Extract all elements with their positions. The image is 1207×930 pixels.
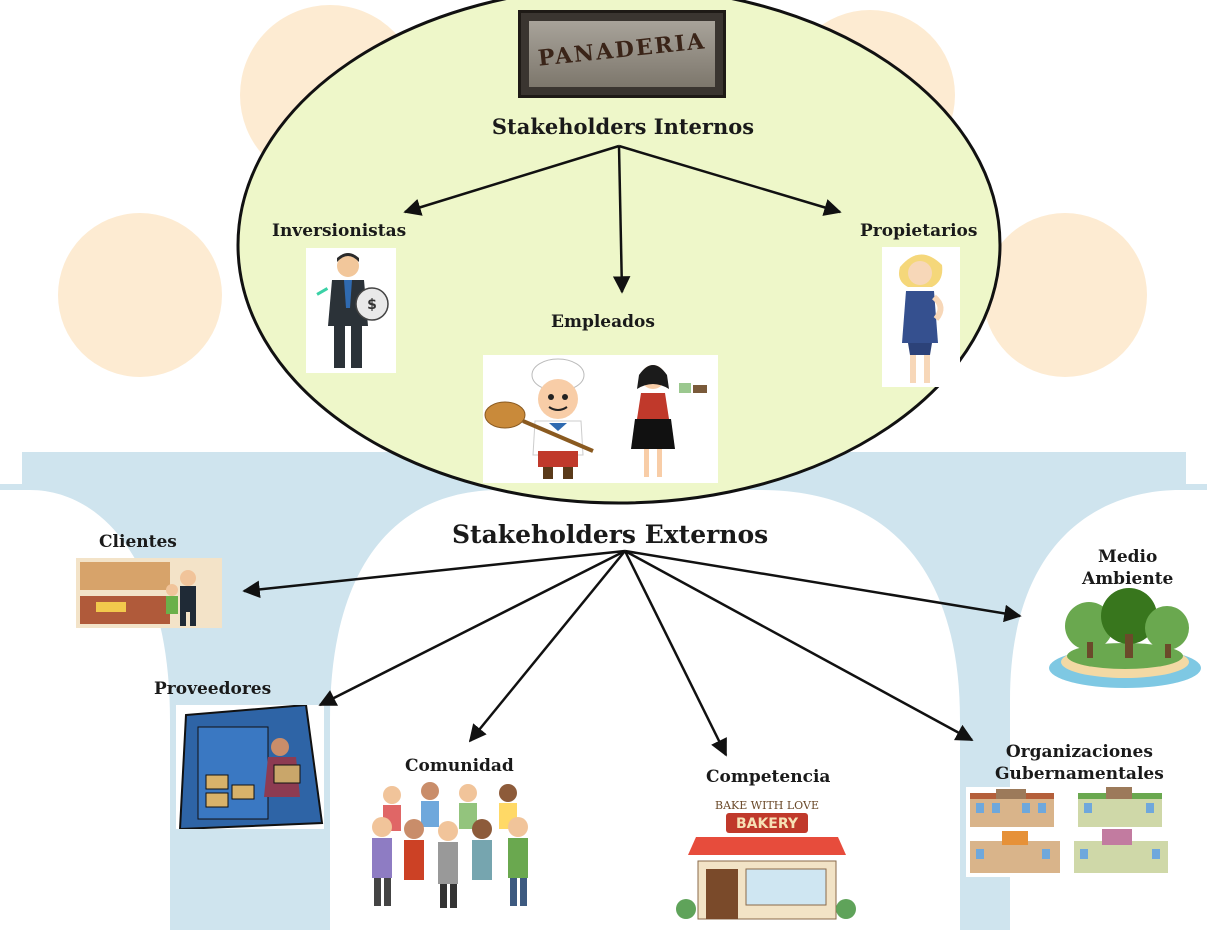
label-org-line1: Organizaciones — [1005, 742, 1153, 762]
panaderia-logo: PANADERIA — [518, 10, 726, 98]
label-medio-ambiente: Medio Ambiente — [1082, 546, 1173, 590]
arrow-to-competencia — [623, 550, 728, 757]
external-title: Stakeholders Externos — [452, 520, 769, 549]
competition-bakery-image: BAKE WITH LOVE BAKERY — [676, 797, 858, 925]
internal-title: Stakeholders Internos — [491, 114, 755, 139]
arrow-to-clientes — [242, 549, 626, 599]
label-medio-line2: Ambiente — [1082, 569, 1174, 589]
label-org-line2: Gubernamentales — [995, 764, 1164, 784]
label-propietarios: Propietarios — [860, 221, 978, 241]
bake-with-love-sign: BAKE WITH LOVE — [715, 799, 819, 812]
arrow-to-organizaciones — [624, 549, 974, 742]
label-comunidad: Comunidad — [405, 756, 514, 776]
arch-band-stub-left — [0, 452, 22, 484]
bakery-sign: BAKERY — [736, 816, 799, 832]
label-empleados: Empleados — [551, 312, 655, 332]
environment-image — [1043, 588, 1203, 692]
label-competencia: Competencia — [706, 767, 831, 787]
label-medio-line1: Medio — [1098, 547, 1158, 567]
svg-text:$: $ — [367, 297, 377, 313]
label-organizaciones: Organizaciones Gubernamentales — [995, 741, 1164, 785]
government-buildings-image — [966, 787, 1172, 877]
arrow-to-inversionistas — [403, 144, 620, 216]
arrow-to-propietarios — [618, 144, 842, 216]
arrow-to-medio-ambiente — [624, 549, 1022, 623]
label-proveedores: Proveedores — [154, 679, 272, 699]
customers-image — [76, 558, 222, 628]
arrow-to-proveedores — [318, 549, 626, 707]
investor-image: $ — [306, 248, 396, 373]
owner-image — [882, 247, 960, 387]
suppliers-image — [176, 705, 324, 829]
employees-image — [483, 355, 718, 483]
arrow-to-empleados — [612, 145, 631, 294]
community-image — [362, 781, 552, 909]
label-clientes: Clientes — [99, 532, 177, 552]
label-inversionistas: Inversionistas — [272, 221, 407, 241]
arrow-to-comunidad — [468, 550, 626, 743]
peach-circle-right — [983, 213, 1147, 377]
arch-band-stub-right — [1186, 452, 1207, 484]
peach-circle-left — [58, 213, 222, 377]
